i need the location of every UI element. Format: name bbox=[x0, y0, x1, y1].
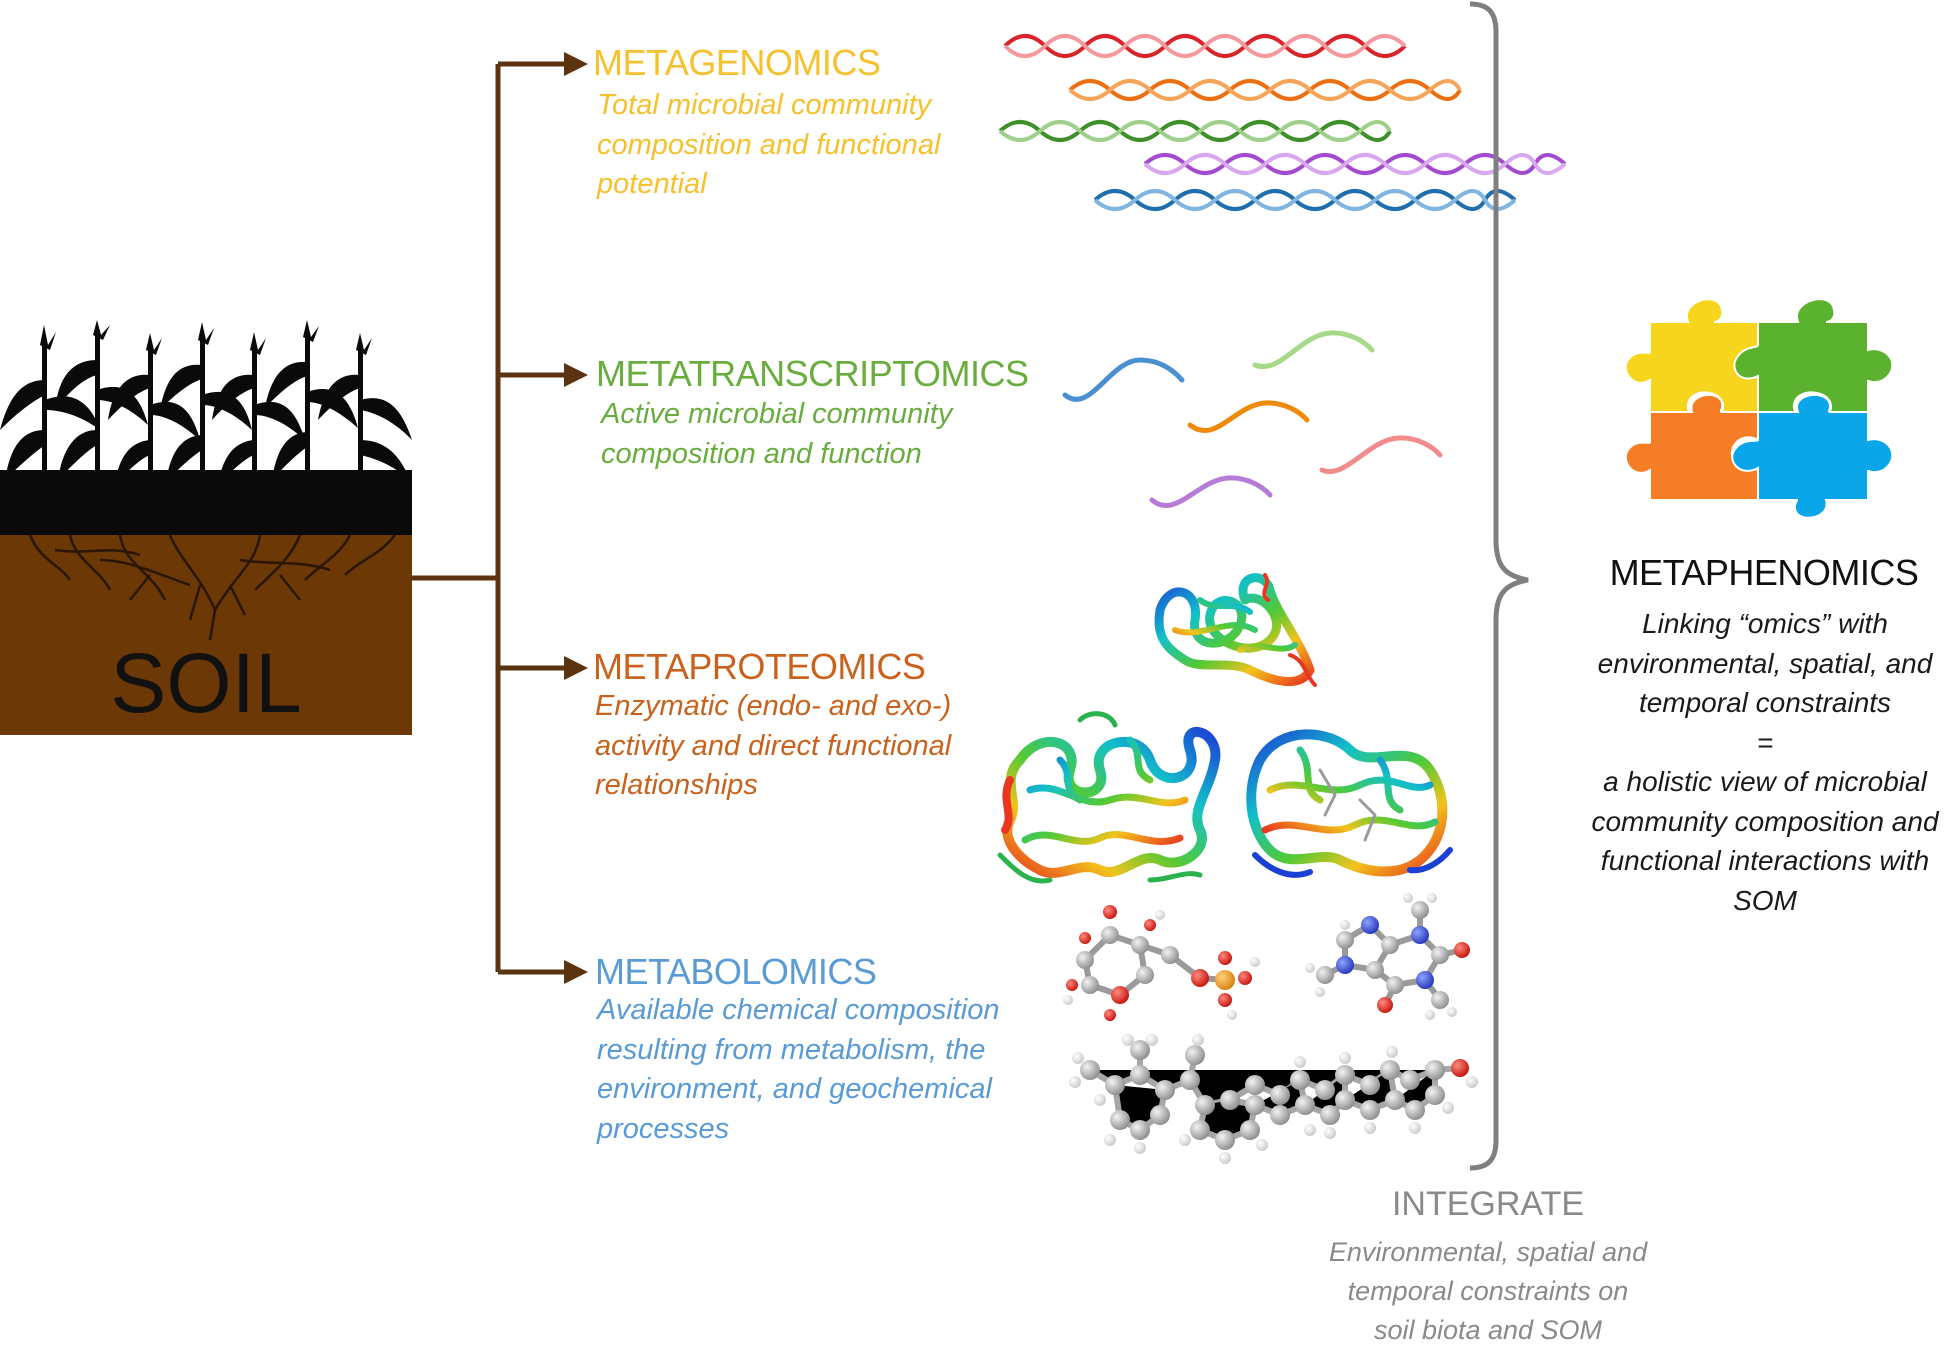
integrate-title: INTEGRATE bbox=[1391, 1185, 1585, 1223]
roots bbox=[28, 534, 396, 641]
metatranscriptomics-description: Active microbial community composition a… bbox=[601, 398, 953, 470]
molecule-caffeine bbox=[1305, 893, 1470, 1020]
metaphenomics-description: Linking “omics” with environmental, spat… bbox=[1591, 608, 1939, 916]
arrowheads bbox=[564, 52, 588, 984]
protein-large-right bbox=[1246, 729, 1453, 878]
protein-structures-illustration bbox=[997, 573, 1453, 884]
dna-strands-illustration bbox=[998, 34, 1567, 211]
dna-strand-purple bbox=[1143, 153, 1567, 175]
integrate-description: Environmental, spatial and temporal cons… bbox=[1328, 1237, 1648, 1345]
puzzle-icon bbox=[1624, 298, 1894, 519]
dna-strand-blue bbox=[1093, 189, 1517, 211]
metatranscriptomics-title: METATRANSCRIPTOMICS bbox=[596, 353, 1029, 394]
metaproteomics-title: METAPROTEOMICS bbox=[593, 646, 926, 687]
rna-strand-lightgreen bbox=[1252, 330, 1375, 370]
soil-block bbox=[0, 535, 412, 735]
metaphenomics-title: METAPHENOMICS bbox=[1609, 552, 1919, 593]
dna-strand-green bbox=[998, 120, 1392, 142]
molecule-sugar-phosphate bbox=[1063, 905, 1260, 1021]
molecules-illustration bbox=[1063, 893, 1478, 1164]
integration-brace bbox=[1469, 1, 1529, 1171]
rna-strand-blue bbox=[1062, 357, 1185, 402]
dna-strand-red bbox=[1003, 34, 1407, 58]
arrowhead-icon bbox=[564, 363, 588, 387]
protein-small bbox=[1154, 573, 1317, 687]
rna-strand-pink bbox=[1319, 435, 1443, 475]
metagenomics-title: METAGENOMICS bbox=[593, 42, 881, 83]
corn-silhouette bbox=[0, 320, 412, 535]
molecule-sterol bbox=[1069, 1034, 1478, 1164]
arrowhead-icon bbox=[564, 52, 588, 76]
soil-label: SOIL bbox=[110, 636, 302, 730]
soil-illustration bbox=[0, 320, 412, 735]
dna-strand-orange bbox=[1068, 79, 1462, 101]
arrowhead-icon bbox=[564, 656, 588, 680]
protein-large-left bbox=[997, 711, 1221, 884]
metabolomics-title: METABOLOMICS bbox=[595, 951, 877, 992]
connector-tree bbox=[412, 61, 570, 975]
metabolomics-description: Available chemical composition resulting… bbox=[597, 994, 1000, 1145]
puzzle-piece-blue bbox=[1731, 394, 1894, 519]
rna-strand-orange bbox=[1187, 400, 1310, 434]
metagenomics-description: Total microbial community composition an… bbox=[597, 89, 941, 200]
rna-strands-illustration bbox=[1062, 330, 1443, 509]
rna-strand-purple bbox=[1149, 475, 1273, 509]
arrowhead-icon bbox=[564, 960, 588, 984]
metaproteomics-description: Enzymatic (endo- and exo-) activity and … bbox=[595, 690, 952, 801]
